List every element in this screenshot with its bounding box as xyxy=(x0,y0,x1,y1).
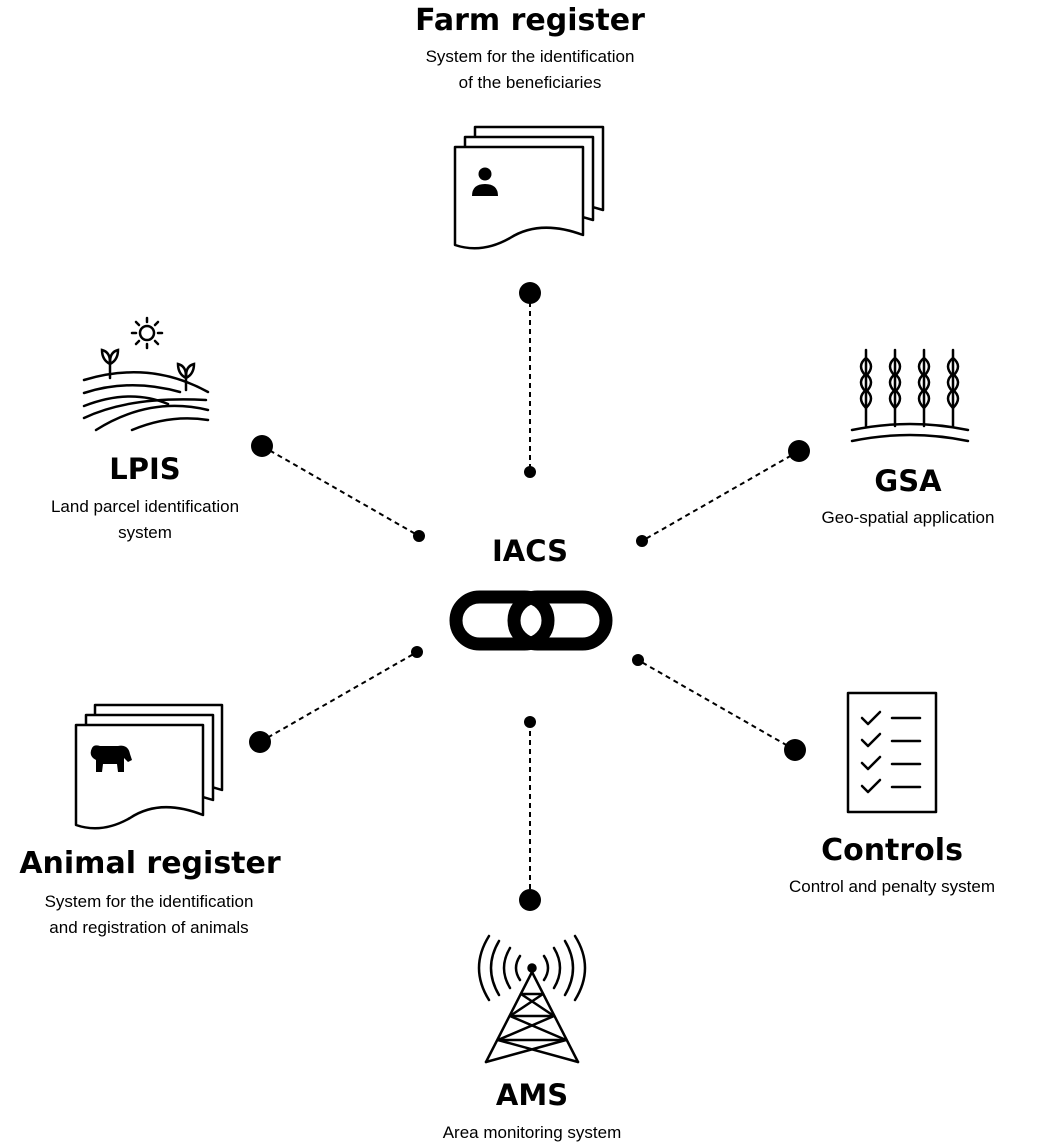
connectors xyxy=(259,293,800,900)
connector-animal-register xyxy=(259,651,418,743)
connector-controls xyxy=(637,659,796,751)
animal-register-title: Animal register xyxy=(19,846,281,881)
dot-ams-outer xyxy=(519,889,541,911)
center-title: IACS xyxy=(492,534,568,568)
controls-subtitle-line-1: Control and penalty system xyxy=(789,877,995,896)
dot-lpis-outer xyxy=(251,435,273,457)
connector-lpis xyxy=(261,445,420,537)
ams-subtitle-line-1: Area monitoring system xyxy=(442,1123,622,1142)
animal-documents-icon xyxy=(74,703,224,830)
checklist-icon xyxy=(846,691,938,814)
dot-ams-inner xyxy=(524,716,536,728)
farm-register-subtitle-line-1: System for the identification xyxy=(425,47,635,66)
controls-title: Controls xyxy=(821,833,963,868)
farm-register-title: Farm register xyxy=(415,3,645,38)
controls-subtitle: Control and penalty system xyxy=(752,874,1032,900)
lpis-title: LPIS xyxy=(109,452,181,486)
dot-controls-outer xyxy=(784,739,806,761)
lpis-subtitle: Land parcel identification system xyxy=(5,494,285,546)
dot-gsa-outer xyxy=(788,440,810,462)
connector-dots xyxy=(249,282,810,911)
antenna-tower-icon xyxy=(477,934,587,1064)
farm-register-subtitle: System for the identification of the ben… xyxy=(330,44,730,96)
animal-register-subtitle-line-1: System for the identification xyxy=(44,892,254,911)
lpis-subtitle-line-2: system xyxy=(118,523,172,542)
gsa-subtitle: Geo-spatial application xyxy=(773,505,1043,531)
dot-farm-register-outer xyxy=(519,282,541,304)
dot-lpis-inner xyxy=(413,530,425,542)
farm-register-subtitle-line-2: of the beneficiaries xyxy=(458,73,602,92)
animal-register-subtitle: System for the identification and regist… xyxy=(0,889,298,941)
farmer-documents-icon xyxy=(453,125,605,250)
link-icon xyxy=(449,590,613,651)
ams-title: AMS xyxy=(495,1078,569,1112)
dot-gsa-inner xyxy=(636,535,648,547)
dot-animal-register-inner xyxy=(411,646,423,658)
dot-animal-register-outer xyxy=(249,731,271,753)
dot-controls-inner xyxy=(632,654,644,666)
gsa-subtitle-line-1: Geo-spatial application xyxy=(821,508,995,527)
ams-subtitle: Area monitoring system xyxy=(402,1120,662,1146)
farmland-sun-icon xyxy=(82,316,210,432)
wheat-icon xyxy=(850,348,970,443)
animal-register-subtitle-line-2: and registration of animals xyxy=(49,918,249,937)
connector-gsa xyxy=(641,450,800,542)
lpis-subtitle-line-1: Land parcel identification xyxy=(50,497,240,516)
dot-farm-register-inner xyxy=(524,466,536,478)
gsa-title: GSA xyxy=(874,464,942,498)
